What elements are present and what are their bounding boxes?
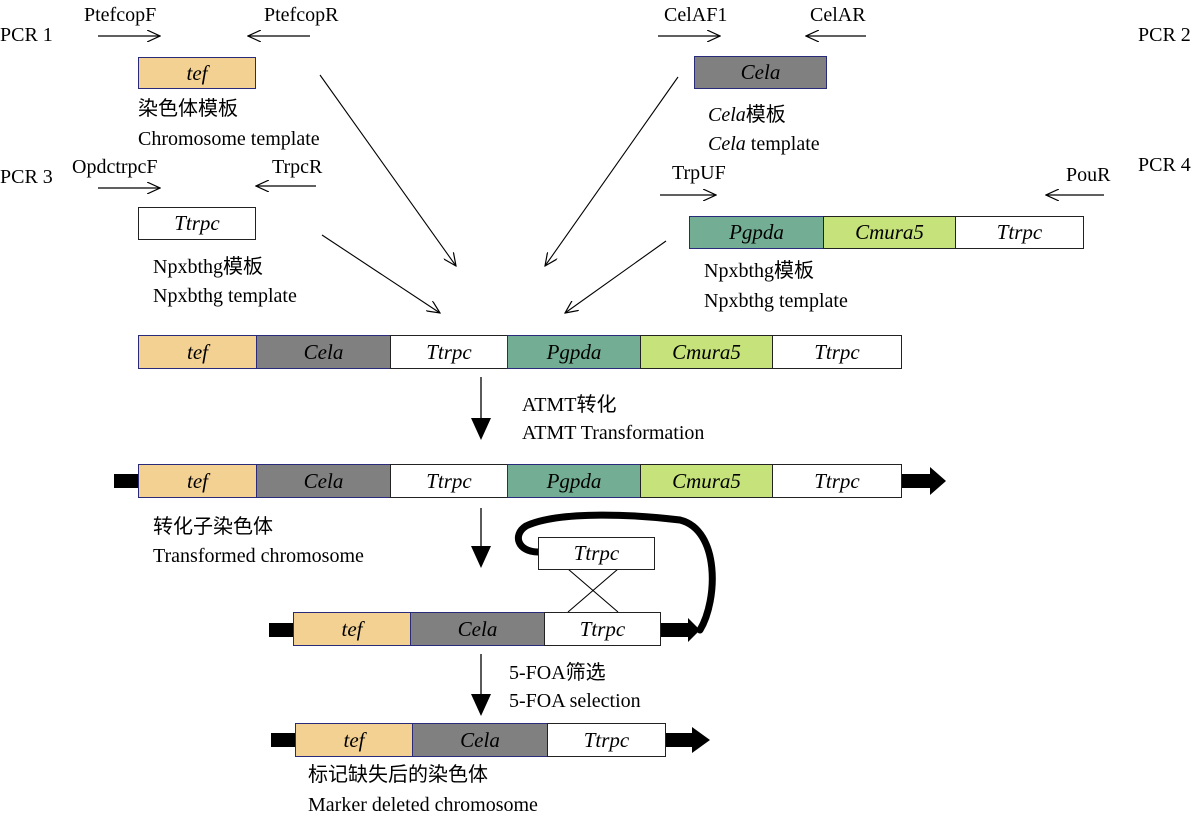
segment-cela: Cela <box>256 335 391 369</box>
template-caption-cn: Cela模板 <box>708 104 786 126</box>
primer-label: OpdctrpcF <box>72 156 158 178</box>
segment-pgpda: Pgpda <box>507 335 641 369</box>
recombination-loop <box>514 511 716 634</box>
primer-label: CelAF1 <box>664 4 728 26</box>
pcr4-label: PCR 4 <box>1138 154 1191 176</box>
chromosome-tail-left <box>114 474 139 488</box>
converge-arrow-pcr3 <box>321 234 440 313</box>
segment-cmura5: Cmura5 <box>823 216 956 249</box>
converge-arrow-pcr1 <box>319 74 456 266</box>
step-label-cn: 5-FOA筛选 <box>509 662 606 684</box>
primer-label: PouR <box>1066 164 1111 186</box>
step-label-en: ATMT Transformation <box>522 422 705 444</box>
segment-cmura5: Cmura5 <box>640 335 773 369</box>
chromosome-caption-en: Marker deleted chromosome <box>308 794 538 816</box>
chromosome-tail-left <box>271 733 296 747</box>
segment-ttrpc: Ttrpc <box>390 464 508 498</box>
template-caption-en: Cela template <box>708 133 820 155</box>
chromosome-tail-right-arrow <box>902 467 946 495</box>
template-caption-cn: Npxbthg模板 <box>153 256 263 278</box>
segment-cela: Cela <box>256 464 391 498</box>
segment-ttrpc: Ttrpc <box>544 612 661 646</box>
chromosome-tail-right-arrow <box>656 618 700 642</box>
pcr3-label: PCR 3 <box>0 166 53 188</box>
chromosome-caption-cn: 转化子染色体 <box>153 516 273 538</box>
template-caption-en: Chromosome template <box>138 128 320 150</box>
segment-pgpda: Pgpda <box>507 464 641 498</box>
segment-ttrpc: Ttrpc <box>138 207 256 240</box>
primer-label: TrpUF <box>672 162 726 184</box>
segment-ttrpc: Ttrpc <box>390 335 508 369</box>
step-label-en: 5-FOA selection <box>509 690 641 712</box>
step-label-cn: ATMT转化 <box>522 394 617 416</box>
segment-tef: tef <box>138 57 256 89</box>
chromosome-tail-left <box>269 623 293 637</box>
converge-arrow-pcr4 <box>565 240 667 313</box>
segment-ttrpc: Ttrpc <box>547 723 666 757</box>
crossover-line <box>567 568 619 613</box>
segment-pgpda: Pgpda <box>689 216 824 249</box>
template-caption-en: Npxbthg template <box>153 285 297 307</box>
primer-label: PtefcopF <box>84 4 157 26</box>
process-arrowhead-foa <box>471 694 491 716</box>
primer-label: PtefcopR <box>264 4 339 26</box>
template-caption-en: Npxbthg template <box>704 290 848 312</box>
chromosome-tail-right-arrow <box>664 727 710 753</box>
segment-ttrpc: Ttrpc <box>772 335 902 369</box>
chromosome-caption-cn: 标记缺失后的染色体 <box>308 764 488 786</box>
segment-tef: tef <box>138 464 257 498</box>
template-caption-cn: Npxbthg模板 <box>704 260 814 282</box>
pcr2-label: PCR 2 <box>1138 24 1191 46</box>
segment-cmura5: Cmura5 <box>640 464 773 498</box>
segment-cela: Cela <box>694 56 827 89</box>
segment-tef: tef <box>138 335 257 369</box>
process-arrowhead-recomb <box>471 546 491 568</box>
primer-label: TrpcR <box>272 156 323 178</box>
looped-segment-ttrpc: Ttrpc <box>538 537 655 570</box>
segment-tef: tef <box>295 723 413 757</box>
pcr1-label: PCR 1 <box>0 24 53 46</box>
process-arrowhead-atmt <box>471 418 491 440</box>
chromosome-caption-en: Transformed chromosome <box>153 545 364 567</box>
segment-ttrpc: Ttrpc <box>955 216 1084 249</box>
primer-label: CelAR <box>810 4 866 26</box>
segment-cela: Cela <box>410 612 545 646</box>
segment-ttrpc: Ttrpc <box>772 464 902 498</box>
template-caption-cn: 染色体模板 <box>138 98 238 120</box>
segment-cela: Cela <box>412 723 548 757</box>
segment-tef: tef <box>293 612 411 646</box>
converge-arrow-pcr2 <box>545 76 679 266</box>
